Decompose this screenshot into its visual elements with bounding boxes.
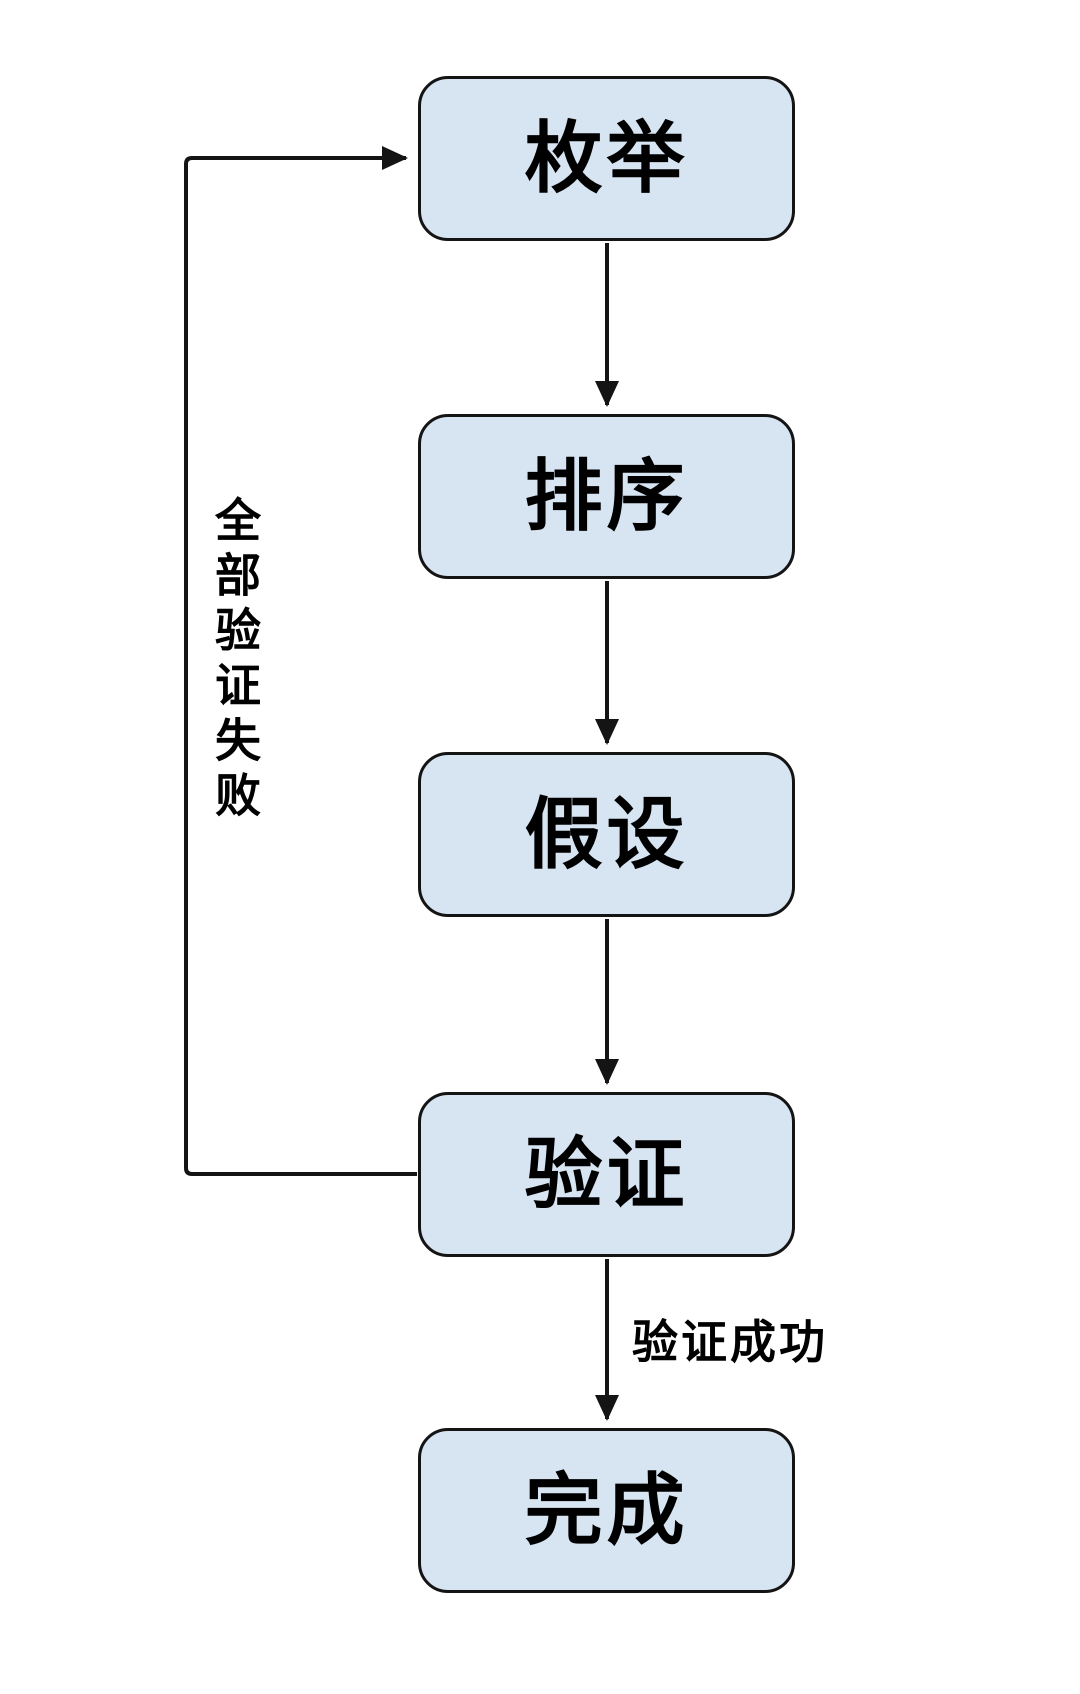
node-complete: 完成 [418,1428,795,1593]
node-verify-label: 验证 [524,1129,689,1220]
node-enumerate: 枚举 [418,76,795,241]
node-sort: 排序 [418,414,795,579]
node-hypothesize-label: 假设 [524,789,689,880]
node-sort-label: 排序 [524,451,689,542]
node-hypothesize: 假设 [418,752,795,917]
node-verify: 验证 [418,1092,795,1257]
node-complete-label: 完成 [524,1465,689,1556]
node-enumerate-label: 枚举 [524,113,689,204]
loop-edge-label: 全部验证失败 [208,496,262,826]
success-edge-label: 验证成功 [632,1315,828,1369]
edge-verify-enumerate-loop [184,146,417,1176]
